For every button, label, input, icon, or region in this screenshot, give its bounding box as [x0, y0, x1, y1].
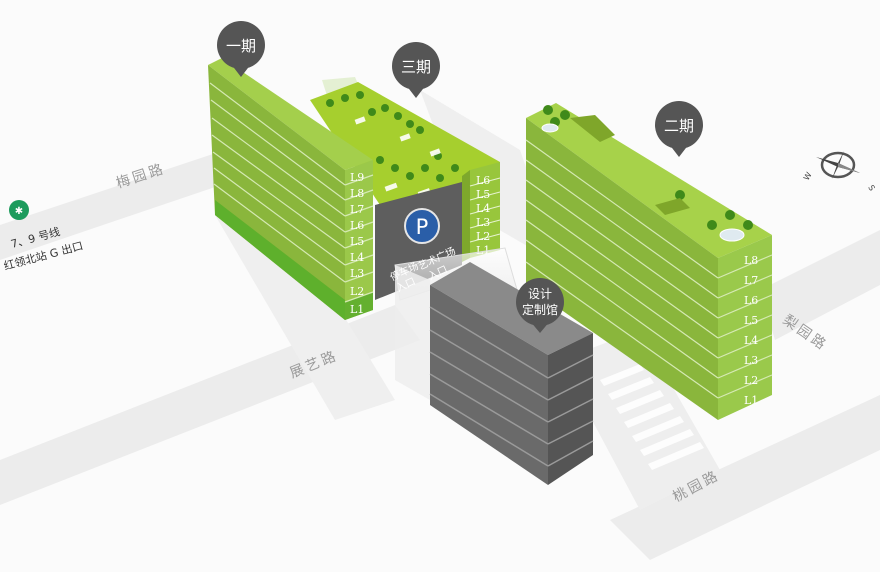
phase3-floor-l6: L6	[476, 174, 490, 187]
phase2-roof	[526, 103, 772, 258]
pin-phase1[interactable]: 一期	[217, 21, 265, 77]
phase2-floor-l5: L5	[744, 314, 758, 327]
roof-trees-phase2	[543, 105, 753, 230]
phase2-floor-l1: L1	[744, 394, 758, 407]
pin-phase3-label: 三期	[401, 58, 431, 76]
road-taoyuan	[610, 395, 880, 560]
phase2-floor-l8: L8	[744, 254, 758, 267]
parking-letter: P	[416, 215, 429, 239]
metro-glyph: ✱	[15, 206, 23, 217]
phase1-floor-lines	[209, 82, 374, 303]
metro-icon	[9, 200, 29, 220]
building-phase1[interactable]: L9 L8 L7 L6 L5 L4 L3 L2 L1	[208, 58, 374, 320]
roof-features-phase2	[541, 115, 745, 242]
pin-phase2[interactable]: 二期	[655, 101, 703, 157]
pin-design-hall-line2: 定制馆	[522, 302, 558, 317]
phase2-floor-l4: L4	[744, 334, 758, 347]
pin-phase3[interactable]: 三期	[392, 42, 440, 98]
design-hall-left-face	[430, 285, 548, 485]
phase3-floor-l2: L2	[476, 230, 490, 243]
compass-west: W	[802, 171, 814, 182]
phase2-floor-l3: L3	[744, 354, 758, 367]
phase3-floor-lines	[469, 177, 501, 243]
parking-marker[interactable]: P	[404, 208, 440, 244]
phase3-floor-l4: L4	[476, 202, 490, 215]
phase1-floor-l7: L7	[350, 203, 364, 216]
phase1-floor-l2: L2	[350, 285, 364, 298]
phase1-floor-l9: L9	[350, 171, 364, 184]
phase1-front-base	[345, 292, 373, 320]
phase3-floor-l5: L5	[476, 188, 490, 201]
phase2-floor-lines	[525, 139, 773, 399]
roof-trees-phase3	[326, 91, 459, 182]
roads	[0, 90, 880, 560]
pin-phase1-label: 一期	[226, 37, 256, 55]
phase1-floor-l5: L5	[350, 235, 364, 248]
design-hall-floor-lines	[429, 306, 594, 467]
phase2-floor-l6: L6	[744, 294, 758, 307]
phase1-roof	[208, 58, 373, 170]
pin-design-hall[interactable]: 设计 定制馆	[516, 278, 564, 333]
phase2-floor-l7: L7	[744, 274, 758, 287]
compass-rose: W S	[802, 151, 877, 192]
pin-design-hall-line1: 设计	[528, 287, 552, 301]
design-hall-roof	[430, 262, 593, 355]
phase3-floor-l3: L3	[476, 216, 490, 229]
phase1-floor-l3: L3	[350, 267, 364, 280]
parking-icon	[404, 208, 440, 244]
pin-phase2-label: 二期	[664, 117, 694, 135]
phase1-floor-l1: L1	[350, 303, 364, 316]
phase3-roof	[310, 82, 500, 205]
phase1-floor-l8: L8	[350, 187, 364, 200]
road-liyuan	[760, 230, 880, 340]
phase1-floor-l6: L6	[350, 219, 364, 232]
building-design-hall[interactable]	[429, 262, 594, 485]
crosswalk	[600, 364, 704, 470]
phase1-left-base	[215, 200, 345, 320]
phase1-floor-l4: L4	[350, 251, 364, 264]
phase2-floor-l2: L2	[744, 374, 758, 387]
building-phase2[interactable]: L8 L7 L6 L5 L4 L3 L2 L1	[525, 103, 773, 420]
compass-south: S	[866, 184, 876, 193]
